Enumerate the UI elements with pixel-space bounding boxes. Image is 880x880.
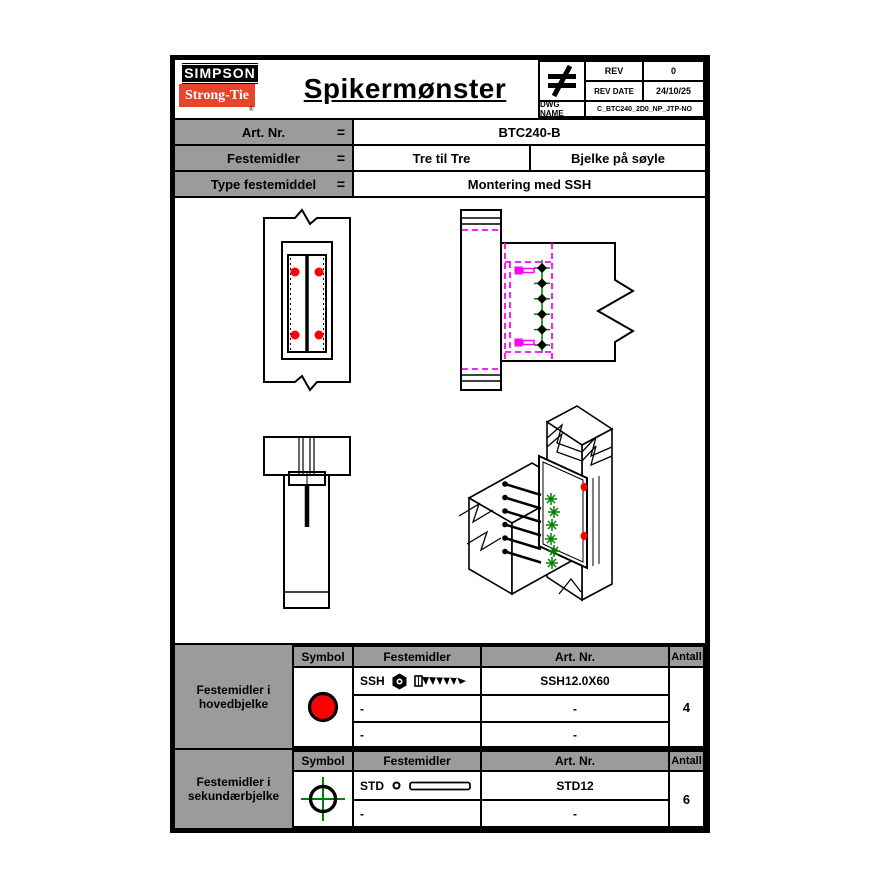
crosshair-symbol-icon — [301, 777, 345, 821]
col-header-festemidler: Festemidler — [352, 645, 482, 668]
std-markers-3d — [545, 493, 560, 569]
info-label: Type festemiddel — [210, 176, 317, 192]
drawing-area — [173, 196, 707, 645]
festemidler-value-2: Bjelke på søyle — [571, 150, 665, 166]
col-header-symbol: Symbol — [292, 750, 354, 772]
art-nr-cell: - — [480, 721, 670, 748]
table-row-label-text: Festemidler i sekundærbjelke — [187, 775, 280, 803]
festemidler-cell: - — [352, 799, 482, 828]
type-festemiddel-value: Montering med SSH — [467, 176, 592, 192]
equals-sign: = — [336, 176, 345, 192]
antall-cell: 4 — [668, 666, 705, 748]
antall-cell: 6 — [668, 770, 705, 828]
rev-date-value: 24/10/25 — [642, 80, 705, 102]
col-header-antall: Antall — [668, 750, 705, 772]
table-row-label: Festemidler i sekundærbjelke — [175, 750, 294, 828]
page-title: Spikermønster — [303, 73, 507, 104]
hidden-screw-glyphs — [514, 266, 535, 347]
screw-icon — [413, 675, 466, 687]
side-view-drawing — [460, 209, 635, 391]
logo-simpson: SIMPSON — [179, 63, 261, 84]
projection-symbol-cell — [538, 60, 586, 102]
equals-sign: = — [336, 150, 345, 166]
col-header-symbol: Symbol — [292, 645, 354, 668]
col-header-art-nr: Art. Nr. — [480, 645, 670, 668]
rev-value: 0 — [642, 60, 705, 82]
logo-strongtie-text: Strong-Tie — [184, 87, 250, 103]
table-row-label: Festemidler i hovedbjelke — [175, 645, 294, 748]
festemidler-cell: - — [352, 694, 482, 723]
logo-simpson-text: SIMPSON — [179, 64, 261, 83]
sheet-frame: SIMPSON Strong-Tie ® Spikermønster REV 0… — [170, 55, 710, 833]
registered-mark: ® — [249, 107, 254, 113]
not-equal-projection-icon — [548, 64, 576, 98]
dwg-name-label: DWG NAME — [538, 100, 586, 118]
dwg-name-value: C_BTC240_2D0_NP_JTP-NO — [584, 100, 705, 118]
info-label-cell: Art. Nr. = — [175, 120, 354, 144]
rev-block: REV 0 REV DATE 24/10/25 DWG NAME C_BTC24… — [538, 60, 705, 118]
std-position-symbols — [534, 260, 550, 353]
festemidler-cell: SSH — [352, 666, 482, 696]
dowel-end-icon — [392, 781, 401, 790]
symbol-cell — [292, 770, 354, 828]
front-view-drawing — [263, 208, 351, 392]
section-view-drawing — [263, 436, 351, 609]
festemidler-cell: - — [352, 721, 482, 748]
info-row-art-nr: Art. Nr. = BTC240-B — [173, 118, 707, 146]
dowel-icon — [409, 781, 471, 790]
art-nr-cell: SSH12.0X60 — [480, 666, 670, 696]
info-label: Festemidler — [227, 150, 300, 166]
hex-nut-icon — [392, 673, 407, 689]
dowel-pins — [504, 482, 542, 564]
symbol-cell — [292, 666, 354, 748]
col-header-antall: Antall — [668, 645, 705, 668]
logo-strongtie: Strong-Tie — [179, 84, 255, 107]
festemidler-cell: STD — [352, 770, 482, 801]
info-label-cell: Type festemiddel = — [175, 172, 354, 196]
col-header-festemidler: Festemidler — [352, 750, 482, 772]
info-row-festemidler: Festemidler = Tre til Tre Bjelke på søyl… — [173, 144, 707, 172]
art-nr-cell: - — [480, 799, 670, 828]
fastener-code: STD — [360, 778, 384, 793]
info-label: Art. Nr. — [241, 124, 286, 140]
simpson-strongtie-logo: SIMPSON Strong-Tie ® — [179, 62, 261, 118]
fastener-table-hovedbjelke: Festemidler i hovedbjelke Symbol Festemi… — [173, 643, 707, 750]
equals-sign: = — [336, 124, 345, 140]
art-nr-cell: STD12 — [480, 770, 670, 801]
title-block: SIMPSON Strong-Tie ® Spikermønster REV 0… — [173, 58, 707, 120]
fastener-code: SSH — [360, 674, 385, 688]
rev-date-label: REV DATE — [584, 80, 644, 102]
red-circle-symbol-icon — [307, 691, 339, 723]
col-header-art-nr: Art. Nr. — [480, 750, 670, 772]
fastener-table-sekundaerbjelke: Festemidler i sekundærbjelke Symbol Fest… — [173, 748, 707, 830]
art-nr-value: BTC240-B — [498, 124, 561, 140]
table-row-label-text: Festemidler i hovedbjelke — [196, 682, 271, 711]
isometric-view-drawing — [458, 405, 614, 602]
info-label-cell: Festemidler = — [175, 146, 354, 170]
info-row-type-festemiddel: Type festemiddel = Montering med SSH — [173, 170, 707, 198]
art-nr-cell: - — [480, 694, 670, 723]
rev-label: REV — [584, 60, 644, 82]
festemidler-value-1: Tre til Tre — [354, 146, 531, 170]
